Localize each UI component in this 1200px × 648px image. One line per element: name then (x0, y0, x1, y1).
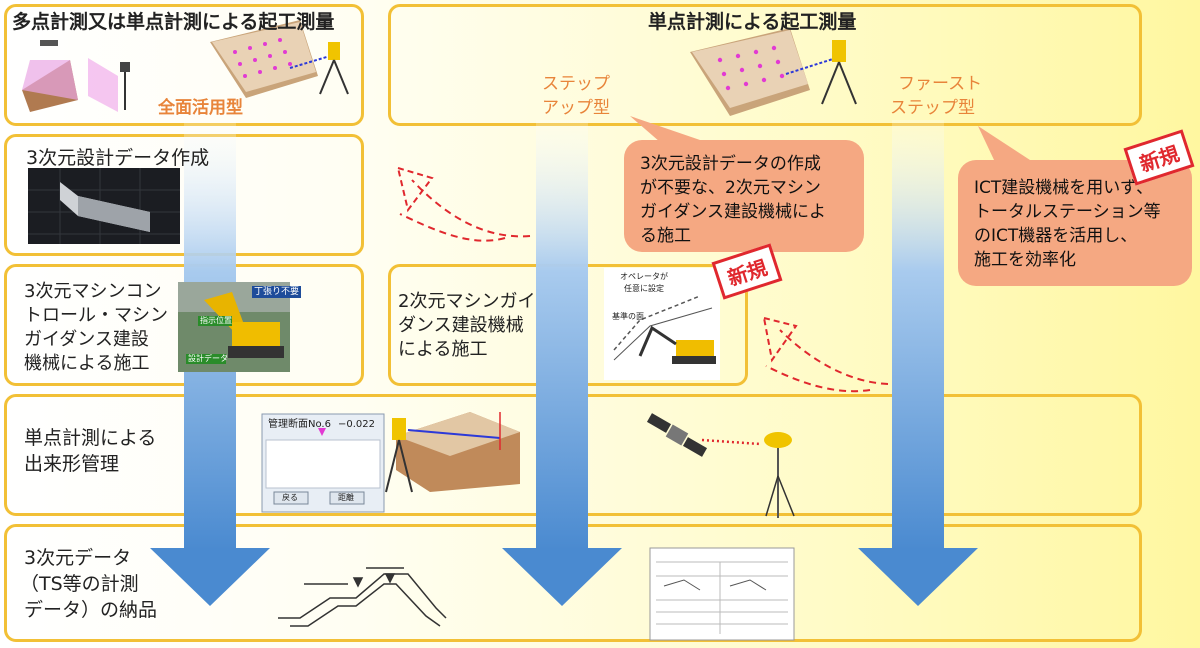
cross-section-drawing (278, 567, 447, 627)
first-step-callout-line-2: トータルステーション等 (974, 202, 1161, 222)
step-up-callout-line-2: が不要な、2次元マシン (640, 178, 821, 198)
report-sheet-thumbnail (649, 547, 795, 641)
machine-2d-drawing (604, 268, 720, 380)
first-step-callout-line-3: のICT機器を活用し、 (974, 226, 1138, 246)
header-right-box (388, 4, 1142, 126)
single-point-line-2: 出来形管理 (24, 453, 120, 475)
satellite-gnss-illustration (646, 413, 795, 518)
road-section-illustration (385, 412, 520, 493)
full-use-type-label: 全面活用型 (158, 98, 243, 118)
panel-distance-button[interactable]: 距離 (338, 493, 354, 502)
flow-arrow-middle (502, 120, 622, 606)
machine-3d-line-3: ガイダンス建設 (24, 329, 149, 350)
single-point-line-1: 単点計測による (24, 427, 157, 449)
dashed-arrow-1-head (396, 166, 434, 213)
header-right-title: 単点計測による起工測量 (648, 11, 857, 33)
excavator-tag-position: 指示位置 (200, 316, 232, 325)
excavator-tag-design: 設計データ (188, 354, 228, 363)
operator-note-2: 任意に設定 (624, 284, 664, 293)
first-step-label-1: ファースト (898, 74, 983, 94)
first-step-label-2: ステップ型 (890, 98, 975, 118)
panel-value: −0.022 (338, 419, 376, 430)
panel-title: 管理断面No.6 (268, 419, 331, 430)
dashed-arrow-2 (765, 329, 889, 393)
machine-3d-line-4: 機械による施工 (24, 353, 150, 374)
callout-pointer-left (630, 116, 700, 142)
reference-plane-label: 基準の面 (612, 312, 644, 321)
management-panel (261, 413, 385, 513)
step-up-callout-line-3: ガイダンス建設機械によ (640, 202, 826, 222)
first-step-callout: ICT建設機械を用いず、 トータルステーション等 のICT機器を活用し、 施工を… (958, 160, 1192, 286)
machine-2d-line-1: 2次元マシンガイ (398, 291, 536, 312)
step-up-callout-line-4: る施工 (640, 226, 691, 246)
panel-back-button[interactable]: 戻る (282, 493, 298, 502)
dashed-arrow-2-head (762, 316, 798, 363)
operator-note-1: オペレータが (620, 272, 668, 281)
top-left-slope-illustration (210, 20, 349, 98)
first-step-callout-line-1: ICT建設機械を用いず、 (974, 178, 1154, 198)
design-3d-render (28, 168, 180, 244)
first-step-callout-line-4: 施工を効率化 (974, 250, 1076, 270)
flow-arrow-right (858, 120, 978, 606)
step-up-label-1: ステップ (542, 74, 610, 94)
design-data-title: 3次元設計データ作成 (26, 147, 210, 169)
top-right-slope-illustration (690, 28, 857, 116)
delivery-line-3: データ）の納品 (24, 599, 158, 621)
laser-scan-illustration (22, 40, 130, 112)
machine-2d-line-3: による施工 (398, 339, 488, 360)
delivery-line-1: 3次元データ (24, 547, 132, 569)
callout-pointer-right (978, 126, 1030, 162)
machine-3d-line-1: 3次元マシンコン (24, 281, 162, 302)
machine-2d-line-2: ダンス建設機械 (398, 315, 524, 336)
header-left-title: 多点計測又は単点計測による起工測量 (12, 11, 335, 33)
step-up-callout: 3次元設計データの作成 が不要な、2次元マシン ガイダンス建設機械によ る施工 (624, 140, 864, 252)
step-up-label-2: アップ型 (542, 98, 610, 118)
delivery-line-2: （TS等の計測 (20, 573, 139, 595)
dashed-arrow-1 (399, 179, 531, 242)
machine-3d-line-2: トロール・マシン (24, 305, 168, 326)
step-up-callout-line-1: 3次元設計データの作成 (640, 154, 821, 174)
excavator-tag-no-stake: 丁張り不要 (252, 286, 302, 298)
